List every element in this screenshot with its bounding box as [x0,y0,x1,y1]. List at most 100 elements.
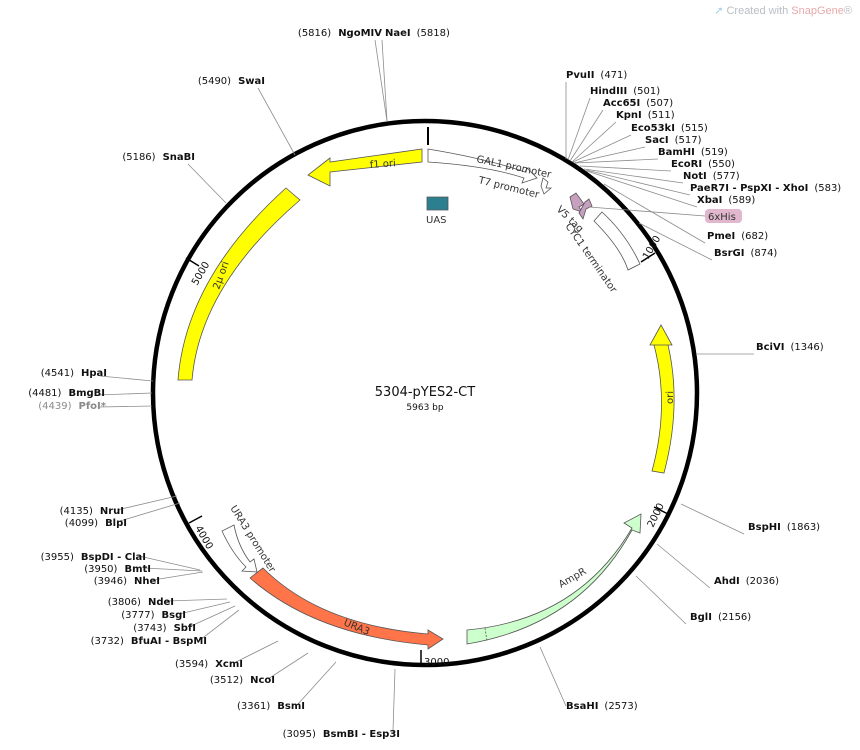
site-position: (5818) [417,28,450,39]
site-leader-pfoi [98,405,153,408]
site-position: (874) [750,248,777,259]
site-name: SwaI [238,76,265,87]
site-leader-hpai [99,375,154,382]
site-label-swai[interactable]: (5490) SwaI [198,76,265,87]
site-position: (511) [648,110,675,121]
site-label-bsphi[interactable]: BspHI(1863) [748,522,820,533]
site-label-kpni[interactable]: KpnI (511) [616,110,675,121]
site-leader-swai [257,87,296,156]
site-leader-bmgbi [97,392,153,396]
feature-v5-tag [569,192,585,213]
site-leader-bsmbi-esp3i [392,668,396,732]
site-label-pmei[interactable]: PmeI(682) [707,231,768,242]
site-leader-ncoi [267,652,309,680]
site-label-bspdi-clai[interactable]: (3955)BspDI - ClaI [41,552,146,563]
site-label-ecori[interactable]: EcoRI(550) [671,159,735,170]
site-position: (3732) [91,636,124,647]
watermark-logo-icon: ➚ [714,5,724,17]
site-label-naei[interactable]: NaeI(5818) [385,28,450,39]
site-position: (5490) [198,76,231,87]
snapgene-watermark: ➚ Created with SnapGene® [714,4,852,17]
site-position: (3361) [237,701,270,712]
site-label-bsmi[interactable]: (3361) BsmI [237,701,305,712]
site-label-ndei[interactable]: (3806)NdeI [108,597,174,608]
site-name: BsmI [277,701,305,712]
site-name: NotI [683,171,707,182]
site-position: (3512) [210,675,243,686]
site-label-sbfi[interactable]: (3743)SbfI [133,623,196,634]
site-name: XbaI [697,195,722,206]
site-label-xbai[interactable]: XbaI (589) [697,195,755,206]
site-label-bmgbi[interactable]: (4481)BmgBI [28,388,105,399]
site-leader-paer7i-pspxi-xhoi [585,169,691,196]
site-name: Acc65I [603,98,640,109]
site-name: BglI [690,612,712,623]
site-leader-bamhi [574,158,659,164]
site-label-ncoi[interactable]: (3512) NcoI [210,675,275,686]
site-position: (3095) [283,729,316,740]
site-label-bsmbi-esp3i[interactable]: (3095)BsmBI - Esp3I [283,729,400,740]
site-leader-bsrgi [638,222,713,261]
site-label-bamhi[interactable]: BamHI(519) [658,147,728,158]
feature-ampr [466,513,642,645]
site-name: Eco53kI [631,123,675,134]
site-position: (5816) [298,28,331,39]
site-name: BspDI - ClaI [81,552,146,563]
site-name: NcoI [250,675,275,686]
site-leader-acc65i [569,109,604,162]
tick-mark-4000 [188,515,203,524]
site-label-hindiii[interactable]: HindIII(501) [590,86,660,97]
site-label-ngomiv[interactable]: (5816)NgoMIV [298,28,382,39]
site-label-bmti[interactable]: (3950)BmtI [84,564,151,575]
tag-label-6xhis: 6xHis [708,212,736,223]
site-label-bcivi[interactable]: BciVI(1346) [756,342,824,353]
site-name: EcoRI [671,159,702,170]
site-name: BlpI [105,518,127,529]
site-position: (2573) [604,701,637,712]
site-label-eco53ki[interactable]: Eco53kI(515) [631,123,708,134]
site-leader-ngomiv [374,39,388,122]
site-label-hpai[interactable]: (4541)HpaI [41,368,107,379]
plasmid-size: 5963 bp [406,403,443,413]
watermark-mark: ® [843,5,852,17]
feature-label-uas: UAS [426,215,447,226]
site-label-pfoi[interactable]: (4439)PfoI* [38,401,107,412]
site-label-paer7i-pspxi-xhoi[interactable]: PaeR7I - PspXI - XhoI(583) [690,183,841,194]
feature-2u-ori [177,187,301,381]
site-label-bsahi[interactable]: BsaHI(2573) [566,701,638,712]
site-label-bsgi[interactable]: (3777)BsgI [121,610,186,621]
site-label-nrui[interactable]: (4135)NruI [60,506,124,517]
site-label-bgli[interactable]: BglI (2156) [690,612,751,623]
site-leader-saci [573,146,646,164]
site-position: (2156) [718,612,751,623]
site-label-pvuii[interactable]: PvuII(471) [566,70,627,81]
site-leader-bsgi [178,601,231,615]
site-position: (3743) [133,623,166,634]
site-label-snabi[interactable]: (5186)SnaBI [122,152,195,163]
site-label-ahdi[interactable]: AhdI(2036) [714,576,779,587]
site-position: (2036) [746,576,779,587]
tag-label-box [705,209,742,223]
site-label-noti[interactable]: NotI(577) [683,171,740,182]
site-leader-bmti [143,567,203,572]
site-label-nhei[interactable]: (3946)NheI [94,576,160,587]
site-position: (589) [728,195,755,206]
site-label-xcmi[interactable]: (3594)XcmI [175,659,243,670]
site-name: BmgBI [68,388,105,399]
site-name: KpnI [616,110,642,121]
site-name: PfoI* [79,401,107,412]
feature-ura3 [249,567,444,650]
feature-6xhis-mark [578,198,593,220]
site-label-saci[interactable]: SacI(517) [645,135,702,146]
site-label-bsrgi[interactable]: BsrGI(874) [714,248,777,259]
site-leader-pmei [603,183,706,244]
site-name: HpaI [81,368,107,379]
site-leader-xbai [586,170,698,208]
site-label-acc65i[interactable]: Acc65I(507) [603,98,673,109]
site-label-blpi[interactable]: (4099)BlpI [65,518,127,529]
site-name: PmeI [707,231,735,242]
site-position: (3594) [175,659,208,670]
site-leader-bsmi [297,661,337,705]
site-label-bfuai-bspmi[interactable]: (3732)BfuAI - BspMI [91,636,207,647]
site-name: BmtI [124,564,151,575]
